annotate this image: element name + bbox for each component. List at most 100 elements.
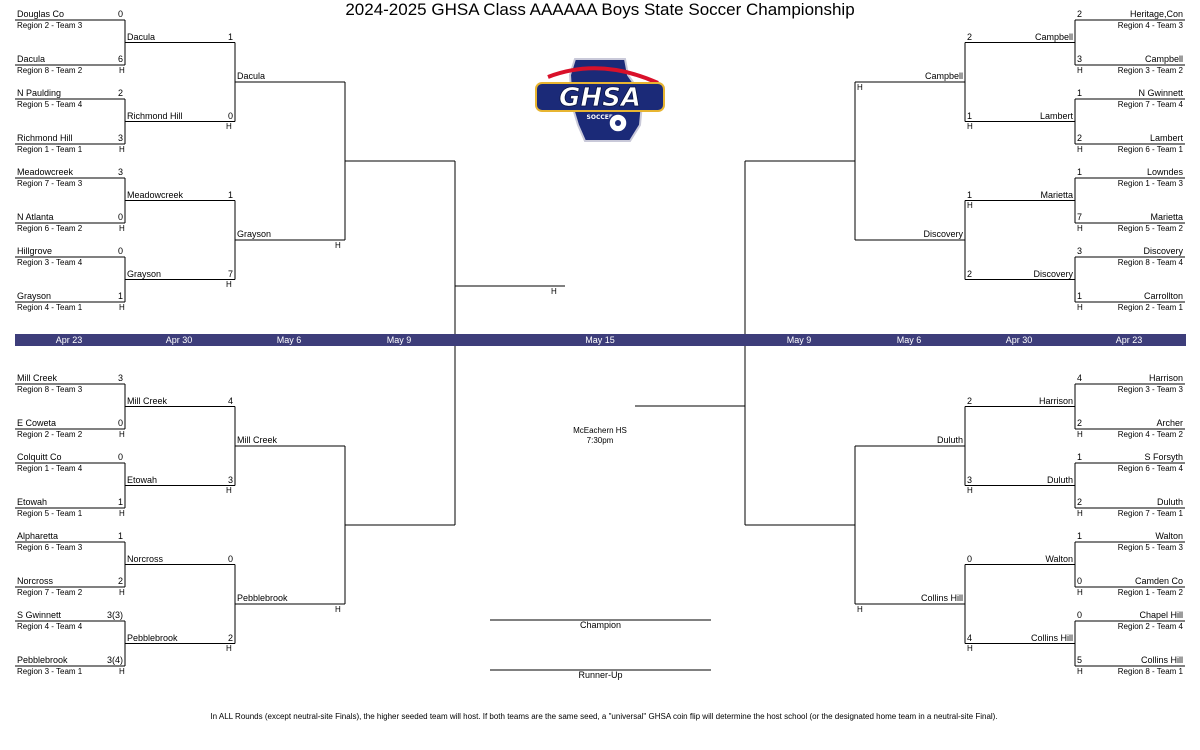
score: 1 (967, 110, 973, 121)
team-name: Richmond Hill (127, 110, 183, 121)
logo-wordmark: GHSA (559, 83, 641, 113)
seed-label: Region 1 - Team 3 (1117, 178, 1183, 188)
team-name: Lambert (1039, 110, 1073, 121)
team-name: Mill Creek (17, 373, 58, 383)
team-name: Collins Hill (1140, 655, 1183, 665)
team-name: Discovery (1143, 246, 1183, 256)
score: 0 (117, 246, 123, 256)
team-name: Campbell (1144, 54, 1183, 64)
score: 1 (1077, 88, 1083, 98)
home-marker: H (119, 508, 125, 518)
score: 1 (1077, 531, 1083, 541)
score: 1 (1077, 291, 1083, 301)
score: 1 (967, 189, 973, 200)
team-name: N Paulding (17, 88, 62, 98)
team-name: Chapel Hill (1139, 610, 1183, 620)
team-name: Walton (1045, 553, 1073, 564)
team-name: S Gwinnett (17, 610, 62, 620)
score: 2 (967, 31, 973, 42)
team-name: Heritage,Con (1129, 9, 1183, 19)
score: 0 (117, 452, 123, 462)
team-name: Duluth (936, 435, 963, 445)
home-marker: H (119, 144, 125, 154)
final-time: 7:30pm (586, 436, 614, 445)
final-venue-name: McEachern HS (573, 426, 627, 435)
team-name: Alpharetta (17, 531, 59, 541)
team-name: Dacula (127, 31, 156, 42)
home-marker: H (226, 280, 232, 289)
round-date: Apr 30 (165, 335, 193, 345)
team-name: Etowah (17, 497, 48, 507)
team-name: Duluth (1046, 474, 1073, 485)
seed-label: Region 2 - Team 4 (1117, 621, 1183, 631)
home-marker: H (119, 666, 125, 676)
home-marker: H (1077, 429, 1083, 439)
runnerup-label: Runner-Up (578, 670, 623, 680)
round-date: Apr 23 (55, 335, 83, 345)
home-marker: H (335, 240, 341, 250)
team-name: E Coweta (17, 418, 57, 428)
home-marker: H (119, 429, 125, 439)
score: 4 (967, 632, 973, 643)
home-marker: H (119, 223, 125, 233)
team-name: Meadowcreek (17, 167, 74, 177)
team-name: Etowah (127, 474, 158, 485)
team-name: Norcross (17, 576, 54, 586)
seed-label: Region 1 - Team 2 (1117, 587, 1183, 597)
final-venue: McEachern HS 7:30pm (560, 426, 640, 446)
team-name: Pebblebrook (237, 593, 288, 603)
seed-label: Region 5 - Team 4 (17, 99, 83, 109)
home-marker: H (1077, 587, 1083, 597)
seed-label: Region 4 - Team 2 (1117, 429, 1183, 439)
score: 0 (227, 110, 233, 121)
team-name: Camden Co (1134, 576, 1183, 586)
score: 1 (117, 531, 123, 541)
home-marker: H (226, 122, 232, 131)
score: 2 (227, 632, 233, 643)
score: 1 (227, 189, 233, 200)
round-date: Apr 30 (1005, 335, 1033, 345)
seed-label: Region 6 - Team 2 (17, 223, 83, 233)
score: 3 (1077, 54, 1083, 64)
score: 0 (117, 212, 123, 222)
score: 0 (967, 553, 973, 564)
seed-label: Region 3 - Team 4 (17, 257, 83, 267)
score: 3 (117, 373, 123, 383)
score: 3 (117, 133, 123, 143)
team-name: Harrison (1038, 395, 1073, 406)
score: 4 (1077, 373, 1083, 383)
seed-label: Region 3 - Team 2 (1117, 65, 1183, 75)
score: 2 (1077, 418, 1083, 428)
score: 1 (117, 497, 123, 507)
team-name: N Atlanta (17, 212, 54, 222)
team-name: Marietta (1040, 189, 1073, 200)
home-marker: H (1077, 144, 1083, 154)
score: 0 (227, 553, 233, 564)
seed-label: Region 2 - Team 3 (17, 20, 83, 30)
score: 2 (1077, 497, 1083, 507)
round-dates-bar (15, 334, 1186, 346)
score: 1 (117, 291, 123, 301)
team-name: Collins Hill (920, 593, 963, 603)
seed-label: Region 3 - Team 3 (1117, 384, 1183, 394)
score: 3(3) (106, 610, 123, 620)
score: 2 (1077, 9, 1083, 19)
team-name: Norcross (127, 553, 164, 564)
team-name: Mill Creek (127, 395, 168, 406)
team-name: Grayson (17, 291, 52, 301)
score: 1 (1077, 167, 1083, 177)
score: 6 (117, 54, 123, 64)
home-marker: H (119, 587, 125, 597)
team-name: Grayson (237, 229, 272, 239)
team-name: Colquitt Co (17, 452, 62, 462)
ghsa-logo: GHSA SOCCER (530, 55, 670, 152)
champion-label: Champion (579, 620, 622, 630)
round-date: May 15 (585, 335, 615, 345)
score: 0 (1077, 576, 1083, 586)
team-name: Campbell (1034, 31, 1073, 42)
team-name: Collins Hill (1030, 632, 1073, 643)
seed-label: Region 5 - Team 1 (17, 508, 83, 518)
logo-subtext: SOCCER (587, 114, 614, 121)
seed-label: Region 1 - Team 1 (17, 144, 83, 154)
